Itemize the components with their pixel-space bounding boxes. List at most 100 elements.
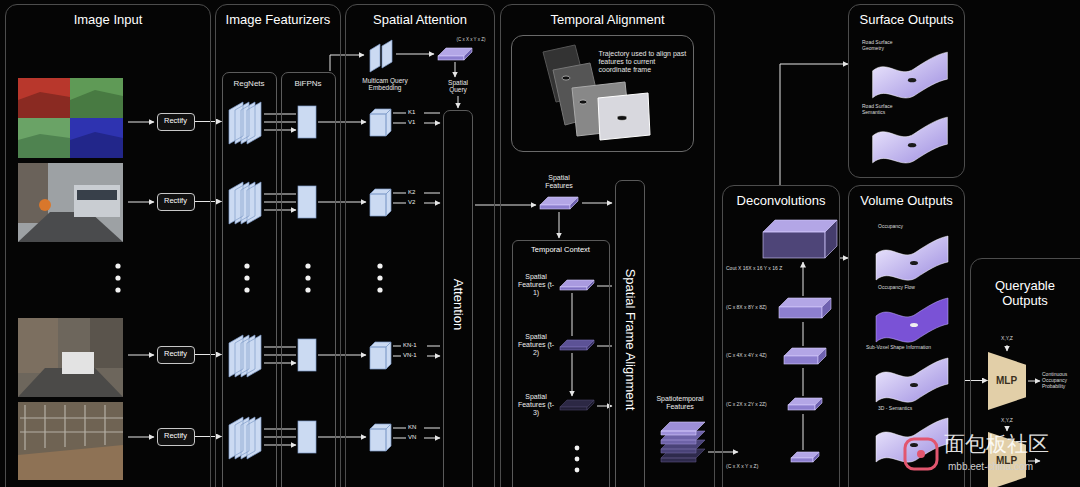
car-icon [579, 100, 587, 104]
arrow [455, 62, 456, 77]
node-label: BiFPNs [282, 79, 335, 88]
annotation-label: Spatial Features (t-1) [515, 273, 557, 297]
node-label: Image Featurizers [216, 13, 340, 28]
arrow [393, 428, 440, 438]
dot [115, 287, 120, 292]
surface-output [873, 117, 948, 163]
volume-side [825, 220, 837, 258]
annotation-label: K1 [408, 109, 422, 116]
annotation-label: VN-1 [403, 352, 425, 359]
arrow [396, 54, 434, 55]
stage-panel: Image FeaturizersRegNets BiFPNs [215, 4, 341, 487]
annotation-label: Spatiotemporal Features [646, 395, 714, 411]
dot [377, 275, 382, 280]
volume-side [813, 452, 819, 462]
car-icon [617, 116, 627, 121]
volume-output [876, 236, 948, 280]
arrow [1028, 381, 1040, 382]
connector-arrow [965, 380, 988, 381]
node-label: Image Input [6, 13, 210, 28]
annotation-label: VN [408, 434, 422, 441]
connector-arrow [840, 258, 848, 259]
volume-front [540, 205, 570, 209]
image-detail [20, 405, 123, 450]
annotation-label: Multicam Query Embedding [352, 77, 418, 92]
node-label: Temporal Context [513, 246, 609, 255]
annotation-label: 面包板社区 [944, 432, 1078, 456]
arrow [708, 452, 738, 453]
volume-front [791, 458, 813, 462]
stack-layer [661, 422, 705, 435]
annotation-label: (C x 4X x 4Y x 4Z) [726, 353, 774, 359]
arrow [318, 122, 366, 123]
annotation-label: (C x X x Y x Z) [448, 37, 494, 42]
arrow [318, 437, 366, 438]
annotation-label: X,Y,Z [995, 336, 1019, 342]
node-label: MLP [996, 375, 1017, 387]
note-box: Trajectory used to align past features t… [511, 35, 694, 152]
volume-front [763, 232, 825, 258]
connector-arrow [195, 354, 222, 355]
node-label: Spatial Frame Alignment [622, 269, 637, 411]
stage-panel: Surface Outputs [848, 4, 965, 178]
image-tile [18, 118, 70, 158]
image-detail [18, 318, 58, 373]
volume-side [464, 48, 472, 60]
logo-ring [905, 439, 937, 469]
volume-top [763, 220, 837, 232]
node-label: Attention [450, 279, 465, 330]
annotation-label: Sub-Voxel Shape Information [866, 345, 956, 351]
kv-cube [370, 189, 391, 216]
process-box: Attention [443, 110, 473, 487]
arrow [582, 203, 612, 204]
arrow [318, 202, 366, 203]
annotation-label: KN-1 [403, 342, 425, 349]
dot [244, 263, 249, 268]
volume-side [815, 398, 822, 410]
node-label: Spatial Attention [346, 13, 494, 28]
arrow [458, 96, 459, 108]
feature-map [229, 335, 261, 377]
module-panel: RegNets [222, 72, 277, 487]
annotation-label: Road Surface Semantics [862, 104, 898, 116]
arrow [393, 113, 440, 123]
volume-front [779, 307, 822, 318]
node-label: Temporal Alignment [501, 13, 714, 28]
image-tile [18, 78, 70, 118]
image-detail [70, 132, 123, 158]
connector-arrow [195, 436, 222, 437]
process-box: Rectify [157, 346, 195, 364]
dot [575, 446, 580, 451]
bifpn-block [298, 339, 316, 371]
volume-side [818, 348, 826, 364]
feature-volumes [438, 48, 837, 462]
annotation-label: Continuous Occupancy Probability [1042, 372, 1076, 389]
arrow [318, 355, 366, 356]
dot [377, 287, 382, 292]
annotation-label: (C x 8X x 8Y x 8Z) [726, 305, 774, 311]
feature-maps [229, 40, 392, 459]
annotation-label: 3D - Semantics [878, 406, 938, 412]
image-detail [18, 163, 48, 223]
volume-side [587, 340, 594, 350]
arrow [559, 212, 560, 238]
image-detail [77, 190, 117, 200]
image-detail [18, 134, 70, 158]
image-detail [70, 90, 123, 118]
street-image [18, 163, 123, 242]
dot [115, 275, 120, 280]
dot [305, 275, 310, 280]
logo-dot [917, 450, 925, 458]
node-label: Queryable Outputs [979, 279, 1071, 309]
volume-front [788, 405, 815, 410]
process-box: Rectify [157, 428, 195, 446]
arrow [1007, 427, 1008, 431]
annotation-label: Spatial Features (t-2) [515, 333, 557, 357]
dot [575, 457, 580, 462]
arrow [128, 355, 154, 356]
arrow [128, 437, 154, 438]
